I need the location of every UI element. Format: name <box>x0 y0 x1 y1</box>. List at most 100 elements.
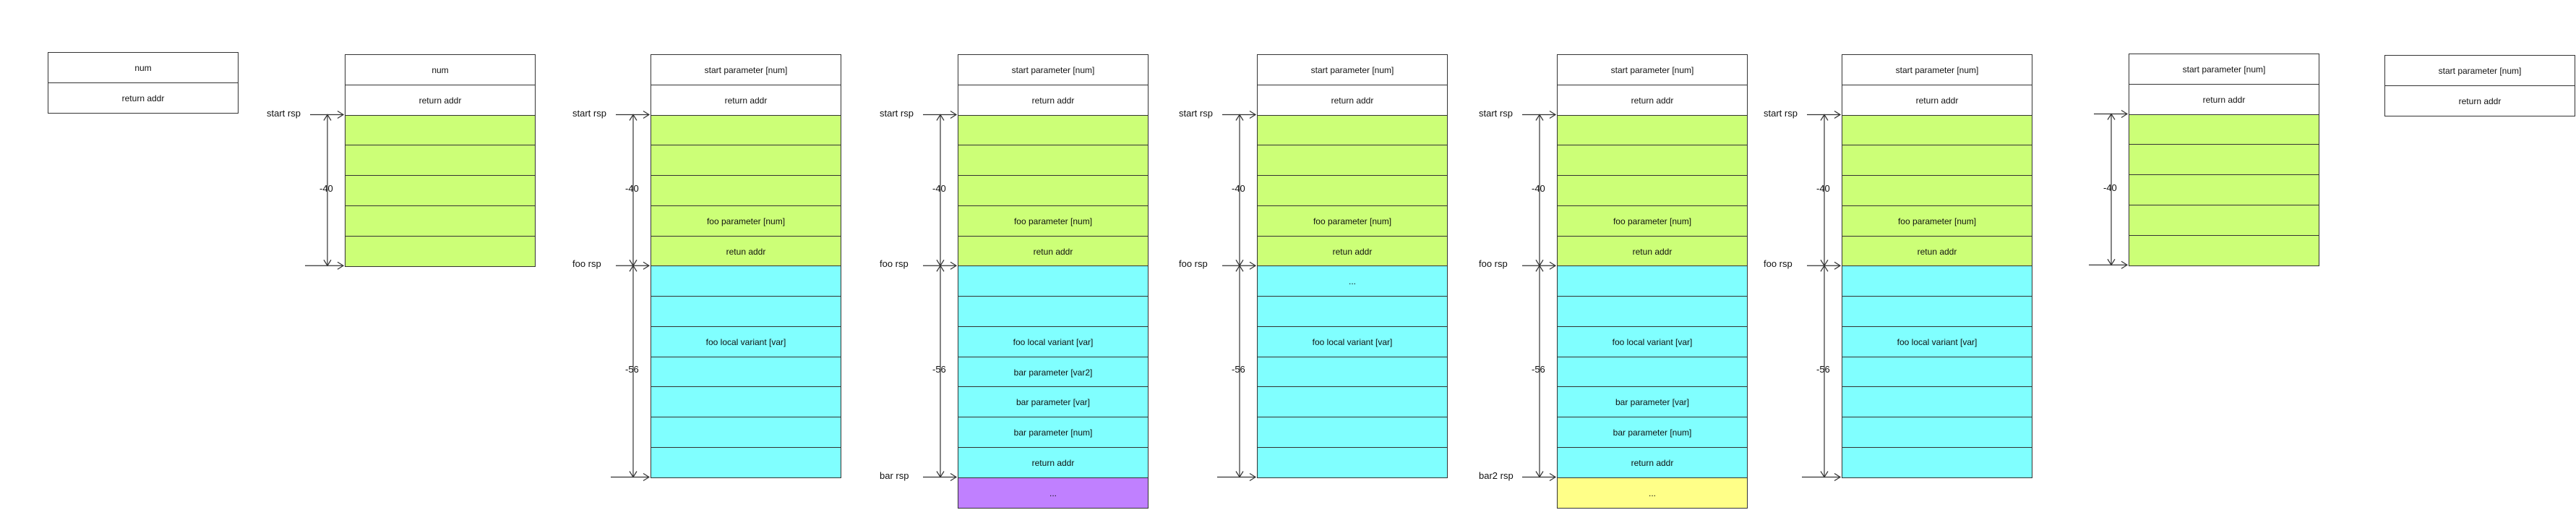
offset-label: -40 <box>318 182 335 194</box>
stack-cell: return addr <box>1557 447 1748 478</box>
stack-cell: foo parameter [num] <box>1842 205 2032 237</box>
stack-cell <box>1842 145 2032 176</box>
stack-cell <box>958 175 1149 206</box>
stack-cell <box>958 296 1149 327</box>
stack-cell: ... <box>1257 265 1448 297</box>
offset-arrow-head <box>629 114 637 121</box>
stack-cell <box>345 115 536 146</box>
offset-arrow-head <box>1535 114 1544 121</box>
pointer-arrow-head <box>1549 472 1557 482</box>
rsp-label: foo rsp <box>1179 258 1208 270</box>
rsp-label: bar2 rsp <box>1479 469 1514 481</box>
rsp-label: start rsp <box>1764 107 1798 119</box>
stack-cell: retun addr <box>1257 236 1448 267</box>
offset-label: -40 <box>931 182 948 194</box>
stack-cell: start parameter [num] <box>651 54 841 85</box>
pointer-arrow-head <box>2121 109 2129 119</box>
offset-arrow-head <box>2107 113 2116 120</box>
pointer-arrow-head <box>1249 261 1257 270</box>
offset-arrow-head <box>1235 114 1244 121</box>
stack-cell: start parameter [num] <box>1257 54 1448 85</box>
stack-cell: start parameter [num] <box>2384 55 2575 86</box>
stack-cell <box>958 265 1149 297</box>
stack-cell: retun addr <box>1842 236 2032 267</box>
offset-arrow-head <box>1535 265 1544 272</box>
offset-arrow-head <box>936 265 945 272</box>
pointer-arrow-head <box>950 110 958 119</box>
frame-bottom-arrow-head <box>1249 472 1257 482</box>
pointer-arrow-head <box>1549 261 1557 270</box>
stack-cell <box>2129 235 2319 266</box>
stack-cell <box>651 417 841 448</box>
rsp-label: foo rsp <box>1764 258 1793 270</box>
stack-cell <box>651 145 841 176</box>
offset-arrow-head <box>936 471 945 478</box>
frame-bottom-arrow-head <box>2121 260 2129 269</box>
offset-label: -56 <box>624 364 640 375</box>
stack-cell: return addr <box>1257 85 1448 116</box>
stack-cell: return addr <box>651 85 841 116</box>
offset-label: -56 <box>1815 364 1832 375</box>
offset-arrow-head <box>323 114 332 121</box>
rsp-label: start rsp <box>1179 107 1213 119</box>
offset-label: -56 <box>1230 364 1247 375</box>
pointer-arrow-head <box>950 472 958 482</box>
stack-cell <box>958 145 1149 176</box>
stack-cell: foo parameter [num] <box>1557 205 1748 237</box>
stack-cell: foo local variant [var] <box>1842 326 2032 357</box>
stack-cell: foo local variant [var] <box>651 326 841 357</box>
stack-cell <box>1257 145 1448 176</box>
offset-label: -56 <box>1530 364 1547 375</box>
stack-cell: return addr <box>1557 85 1748 116</box>
pointer-arrow-head <box>1834 261 1842 270</box>
stack-cell <box>651 175 841 206</box>
stack-cell: num <box>48 52 239 83</box>
rsp-label: start rsp <box>880 107 914 119</box>
rsp-label: foo rsp <box>1479 258 1508 270</box>
offset-label: -40 <box>624 182 640 194</box>
offset-arrow-head <box>1820 114 1829 121</box>
stack-cell: bar parameter [var] <box>958 386 1149 417</box>
stack-cell <box>651 115 841 146</box>
pointer-arrow-head <box>337 110 345 119</box>
offset-label: -56 <box>931 364 948 375</box>
pointer-arrow-head <box>643 110 651 119</box>
stack-cell: ... <box>1557 477 1748 509</box>
stack-cell: foo parameter [num] <box>651 205 841 237</box>
stack-cell <box>651 265 841 297</box>
stack-cell <box>1257 417 1448 448</box>
rsp-label: bar rsp <box>880 469 909 481</box>
stack-cell: foo local variant [var] <box>1557 326 1748 357</box>
frame-bottom-arrow-head <box>1834 472 1842 482</box>
stack-cell <box>651 447 841 478</box>
stack-cell: foo local variant [var] <box>1257 326 1448 357</box>
stack-cell: start parameter [num] <box>958 54 1149 85</box>
stack-cell: num <box>345 54 536 85</box>
offset-label: -40 <box>2102 182 2118 193</box>
offset-arrow-head <box>629 265 637 272</box>
stack-cell: return addr <box>958 85 1149 116</box>
stack-cell: bar parameter [var2] <box>958 357 1149 388</box>
stack-cell: bar parameter [var] <box>1557 386 1748 417</box>
rsp-label: foo rsp <box>880 258 909 270</box>
stack-cell: foo local variant [var] <box>958 326 1149 357</box>
stack-cell <box>1557 357 1748 388</box>
stack-cell <box>345 236 536 267</box>
stack-cell: retun addr <box>651 236 841 267</box>
stack-cell: return addr <box>2384 85 2575 116</box>
stack-cell <box>1842 296 2032 327</box>
stack-cell <box>1557 115 1748 146</box>
stack-cell <box>651 386 841 417</box>
offset-arrow-head <box>936 114 945 121</box>
frame-bottom-arrow-head <box>643 472 651 482</box>
stack-cell: return addr <box>2129 84 2319 115</box>
stack-cell <box>958 115 1149 146</box>
rsp-label: start rsp <box>1479 107 1513 119</box>
pointer-arrow-head <box>1549 110 1557 119</box>
stack-cell <box>651 357 841 388</box>
stack-cell <box>1842 447 2032 478</box>
stack-cell <box>1257 447 1448 478</box>
pointer-arrow-head <box>1834 110 1842 119</box>
rsp-label: start rsp <box>572 107 606 119</box>
